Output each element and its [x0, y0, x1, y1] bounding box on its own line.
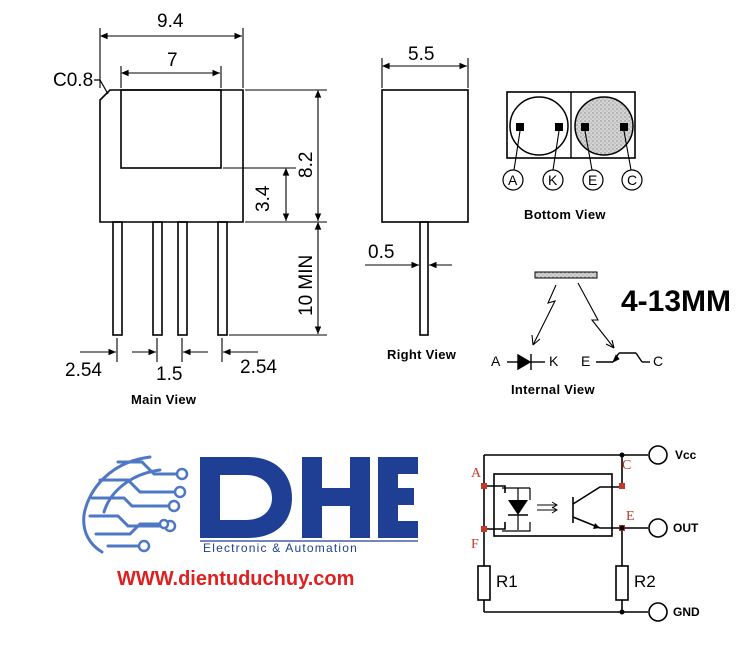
lead-width-label: 0.5 [368, 242, 395, 263]
gnd-label: GND [673, 605, 700, 619]
node-e-label: E [626, 509, 635, 524]
pin-a-label: A [508, 172, 518, 188]
website-link[interactable]: WWW.dientuduchuy.com [117, 568, 355, 590]
r1-label: R1 [496, 572, 518, 591]
dim-10-min [229, 221, 327, 336]
light-arrows [537, 501, 558, 514]
vcc-terminal [648, 445, 668, 465]
dim-9-4 [99, 28, 244, 88]
internal-anode-label: A [491, 353, 501, 369]
bottom-view [502, 91, 643, 191]
bottom-view-caption: Bottom View [524, 207, 606, 222]
out-label: OUT [673, 521, 699, 535]
detector-lens [574, 96, 634, 156]
pitch-left-label: 2.54 [65, 360, 102, 381]
pin-k-label: K [548, 172, 558, 188]
circuit-nodes [137, 467, 189, 553]
range-label: 4-13MM [621, 285, 732, 318]
dhe-letters [200, 457, 418, 538]
emitter-arrow [593, 523, 600, 529]
node-f-label: F [471, 537, 479, 552]
pitch-mid-label: 1.5 [156, 364, 183, 385]
pin-e-label: E [588, 172, 598, 188]
dim-3-4 [223, 167, 296, 221]
r2-resistor [615, 565, 629, 601]
circuit-emblem [82, 455, 180, 554]
window-width-label: 7 [167, 50, 178, 71]
node-a-label: A [471, 466, 482, 481]
width-label: 9.4 [157, 11, 184, 32]
pin-k-circle [542, 169, 564, 191]
chamfer-label: C0.8 [53, 70, 94, 91]
out-terminal [648, 518, 668, 538]
right-view-caption: Right View [387, 347, 457, 362]
pin-e-circle [582, 169, 604, 191]
logo-tagline: Electronic & Automation [203, 541, 359, 555]
dim-5-5 [381, 58, 469, 88]
vcc-label: Vcc [675, 448, 697, 462]
pin-c-circle [621, 169, 643, 191]
main-view-body [99, 89, 244, 336]
internal-view [507, 271, 650, 371]
pitch-right-label: 2.54 [240, 357, 277, 378]
right-width-label: 5.5 [408, 44, 435, 65]
r1-resistor [477, 565, 491, 601]
led-symbol [508, 488, 528, 530]
internal-emitter-label: E [581, 353, 591, 369]
sensor-box [493, 473, 613, 537]
main-view-caption: Main View [131, 392, 197, 407]
node-c-label: C [622, 458, 632, 473]
pin-a-circle [502, 169, 524, 191]
internal-cathode-label: K [549, 353, 559, 369]
pin-c-label: C [627, 172, 638, 188]
r2-label: R2 [634, 572, 656, 591]
right-view-body [381, 89, 469, 336]
dim-8-2 [245, 89, 327, 223]
dim-7 [120, 66, 222, 88]
internal-collector-label: C [653, 353, 664, 369]
gnd-terminal [648, 602, 668, 622]
emitter-lens [509, 96, 569, 156]
internal-view-caption: Internal View [511, 382, 595, 397]
dim-pitch [80, 338, 258, 362]
